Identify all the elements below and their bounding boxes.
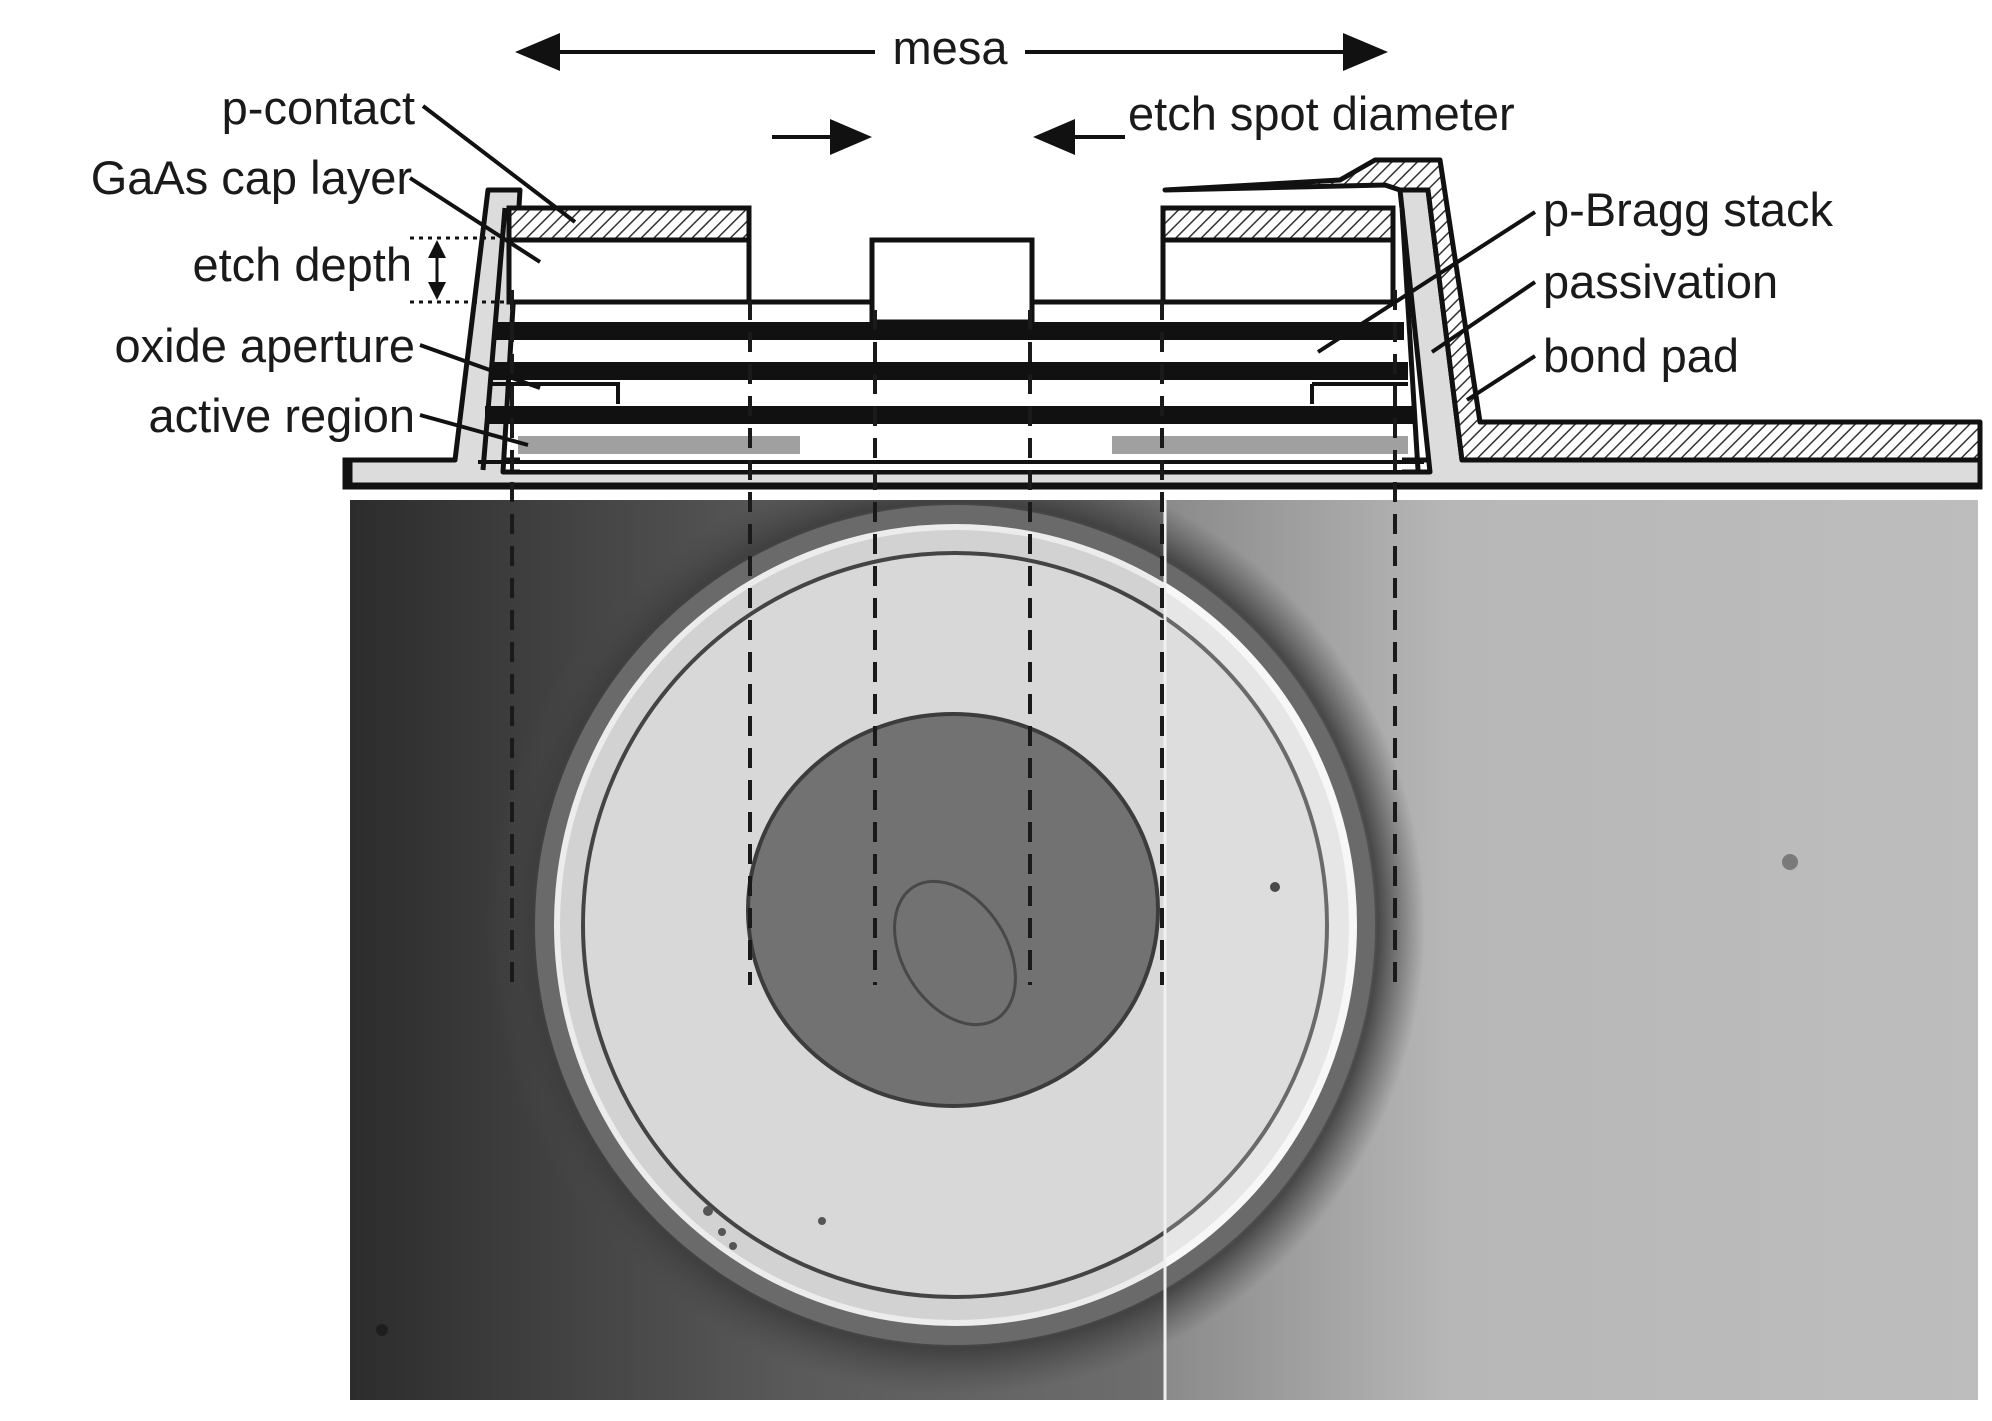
bragg-layer bbox=[490, 362, 1408, 380]
label-gaas-cap-layer: GaAs cap layer bbox=[91, 151, 412, 204]
mesa-arrow-right-head bbox=[1343, 33, 1388, 71]
gaas-cap-left bbox=[506, 237, 752, 305]
bragg-layer bbox=[485, 406, 1413, 424]
leader-oxide-aperture bbox=[419, 343, 541, 390]
leader-active-region bbox=[419, 413, 529, 447]
leader-lines bbox=[408, 104, 1537, 447]
speck bbox=[1270, 882, 1280, 892]
speck bbox=[703, 1206, 713, 1216]
speck bbox=[376, 1324, 388, 1336]
speck bbox=[729, 1242, 737, 1250]
leader-gaas-cap bbox=[408, 176, 542, 264]
leader-p-bragg bbox=[1316, 210, 1537, 354]
cross-section bbox=[342, 157, 1983, 490]
label-oxide-aperture: oxide aperture bbox=[115, 319, 415, 372]
active-region-oxide-right bbox=[1112, 436, 1408, 454]
oxide-aperture-spot bbox=[893, 879, 1017, 1027]
etch-depth-arrow-head-bottom bbox=[428, 282, 446, 300]
oxide-aperture-step-right bbox=[1310, 382, 1408, 404]
etch-spot-arrow-left-head bbox=[830, 119, 872, 155]
leader-passivation bbox=[1430, 280, 1537, 354]
label-mesa: mesa bbox=[893, 21, 1009, 74]
label-active-region: active region bbox=[149, 389, 416, 442]
mesa-wall-right bbox=[1399, 207, 1421, 471]
label-etch-spot-diameter: etch spot diameter bbox=[1128, 87, 1515, 140]
mesa-arrow-left-head bbox=[515, 33, 560, 71]
label-bond-pad: bond pad bbox=[1543, 329, 1739, 382]
mesa-inner-right bbox=[1165, 615, 1329, 1235]
speck bbox=[718, 1228, 726, 1236]
label-p-contact: p-contact bbox=[222, 81, 415, 134]
active-region-oxide-left bbox=[518, 436, 800, 454]
leader-p-contact bbox=[421, 104, 577, 224]
etch-spot-arrow-right-head bbox=[1033, 119, 1075, 155]
etch-depth-arrow-head-top bbox=[428, 240, 446, 258]
bragg-layer bbox=[494, 322, 1404, 340]
projection-lines bbox=[510, 290, 1397, 985]
leader-bond-pad bbox=[1465, 354, 1537, 402]
mesa-wall-left bbox=[480, 207, 508, 471]
labels: mesa etch spot diameter p-contact GaAs c… bbox=[91, 21, 1834, 442]
gaas-cap-center bbox=[869, 237, 1035, 325]
gaas-cap-right bbox=[1160, 237, 1396, 305]
p-contact-right bbox=[1160, 205, 1396, 243]
label-etch-depth: etch depth bbox=[192, 238, 412, 291]
micrograph bbox=[350, 500, 1978, 1400]
bond-pad bbox=[1162, 157, 1983, 463]
p-contact-left bbox=[506, 205, 752, 243]
speck bbox=[1782, 854, 1798, 870]
label-passivation: passivation bbox=[1543, 255, 1778, 308]
label-p-bragg-stack: p-Bragg stack bbox=[1543, 183, 1833, 236]
mesa-arrow bbox=[515, 33, 1388, 71]
speck bbox=[818, 1217, 826, 1225]
etch-spot-arrows bbox=[772, 119, 1125, 155]
etch-spot bbox=[746, 712, 1160, 1108]
